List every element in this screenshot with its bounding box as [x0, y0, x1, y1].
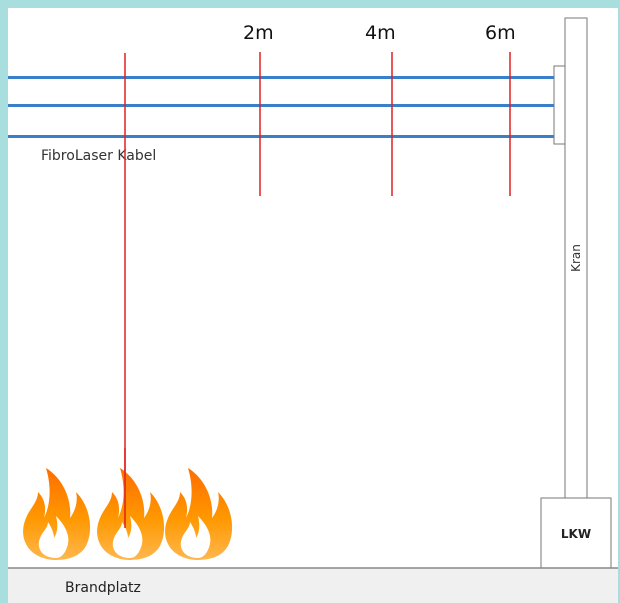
fire: [23, 448, 233, 560]
distance-markers: [124, 52, 511, 528]
crane: Kran: [553, 17, 588, 499]
cable-label: FibroLaser Kabel: [41, 148, 156, 164]
ground-strip: [8, 568, 618, 603]
distance-label-2m: 2m: [243, 22, 274, 44]
distance-label-6m: 6m: [485, 22, 516, 44]
fibrolaser-cables: [8, 76, 558, 138]
cable-line-1: [8, 76, 558, 79]
cable-line-2: [8, 104, 558, 107]
truck-label: LKW: [561, 527, 591, 541]
crane-label: Kran: [569, 244, 583, 272]
ground-label: Brandplatz: [65, 580, 141, 596]
ground: Brandplatz: [8, 567, 618, 603]
truck: LKW: [540, 497, 612, 569]
flame-icon: [23, 468, 91, 560]
flame-icon: [165, 468, 233, 560]
diagram-canvas: FibroLaser Kabel 2m 4m 6m Kran LKW: [8, 8, 618, 603]
cable-line-3: [8, 135, 558, 138]
flame-icon: [97, 468, 165, 560]
fire-test-diagram: FibroLaser Kabel 2m 4m 6m Kran LKW: [8, 17, 618, 603]
cable-holder: [553, 65, 566, 145]
distance-label-4m: 4m: [365, 22, 396, 44]
